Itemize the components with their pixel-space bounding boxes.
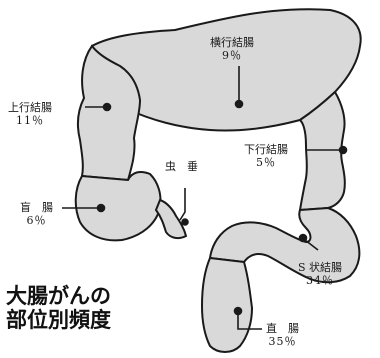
descending-dot <box>338 145 348 155</box>
label-sigmoid-name: S 状結腸 <box>298 261 343 274</box>
ascending-colon-shape <box>76 44 142 182</box>
label-cecum-pct: 6％ <box>26 214 47 227</box>
transverse-dot <box>234 99 244 109</box>
label-appendix-name: 虫 垂 <box>165 160 198 173</box>
label-transverse-name: 横行結腸 <box>210 36 254 49</box>
label-ascending-pct: 11％ <box>16 114 44 127</box>
label-descending: 下行結腸 5％ <box>244 143 288 169</box>
label-rectum: 直 腸 35％ <box>266 322 299 348</box>
cecum-shape <box>74 171 162 242</box>
ascending-dot <box>102 102 112 112</box>
label-rectum-pct: 35％ <box>268 335 297 348</box>
label-descending-pct: 5％ <box>256 156 276 169</box>
transverse-colon-shape <box>91 8 362 132</box>
label-appendix: 虫 垂 <box>165 160 198 173</box>
diagram-title-line1: 大腸がんの <box>6 284 111 308</box>
sigmoid-dot <box>298 233 308 243</box>
label-transverse-pct: 9％ <box>222 49 242 62</box>
label-ascending: 上行結腸 11％ <box>8 101 52 127</box>
appendix-dot <box>181 218 189 226</box>
diagram-title-line2: 部位別頻度 <box>6 308 111 332</box>
label-sigmoid-pct: 34％ <box>306 274 335 287</box>
diagram-title: 大腸がんの 部位別頻度 <box>6 284 111 332</box>
leader-lines <box>62 66 348 330</box>
rectum-shape <box>200 256 254 353</box>
label-ascending-name: 上行結腸 <box>8 101 52 114</box>
cecum-dot <box>96 203 106 213</box>
label-rectum-name: 直 腸 <box>266 322 299 335</box>
appendix-shape <box>154 198 188 240</box>
label-sigmoid: S 状結腸 34％ <box>298 261 342 287</box>
label-cecum: 盲 腸 6％ <box>20 201 53 227</box>
rectum-dot <box>233 306 243 316</box>
label-transverse: 横行結腸 9％ <box>210 36 254 62</box>
label-cecum-name: 盲 腸 <box>20 201 53 214</box>
label-descending-name: 下行結腸 <box>244 143 288 156</box>
